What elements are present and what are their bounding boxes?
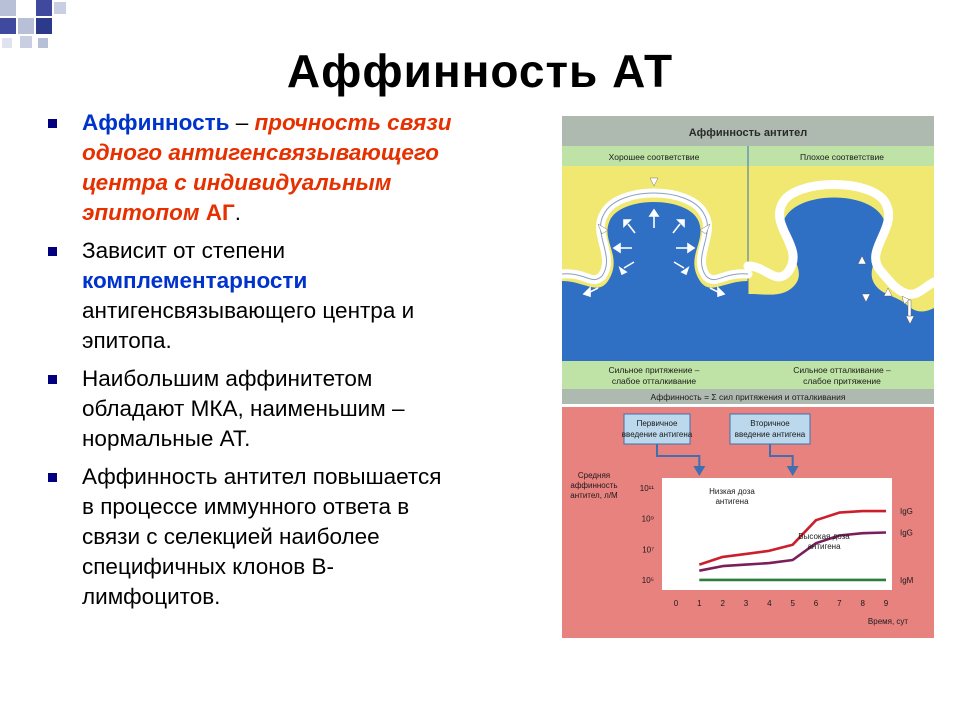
x-tick-label: 3 <box>744 599 749 608</box>
corner-decoration <box>0 0 80 70</box>
series-label: IgM <box>900 576 914 585</box>
series-labels: IgG IgG IgM <box>900 507 914 585</box>
good-fit-caption-1: Сильное притяжение – <box>608 365 699 375</box>
x-tick-label: 5 <box>790 599 795 608</box>
good-fit-caption-2: слабое отталкивание <box>612 376 697 386</box>
ylabel-line3: антител, л/М <box>570 491 618 500</box>
antibody-contour-poor <box>743 180 934 299</box>
y-tick-label: 10⁹ <box>642 515 654 524</box>
antigen-shape-good <box>562 202 748 361</box>
poor-fit-label: Плохое соответствие <box>800 152 884 162</box>
secondary-injection-box <box>729 413 811 445</box>
top-panel-title: Аффинность антител <box>689 127 808 139</box>
low-dose-line1: Низкая доза <box>709 487 755 496</box>
injection-arrow-stem <box>656 444 701 468</box>
high-dose-line1: Высокая доза <box>798 532 850 541</box>
bullet-item: Наибольшим аффинитетом обладают МКА, наи… <box>44 364 559 454</box>
primary-injection-box <box>623 413 691 445</box>
bullet-square-icon <box>48 119 57 128</box>
x-tick-label: 2 <box>720 599 725 608</box>
bullet-square-icon <box>48 247 57 256</box>
ylabel-line1: Средняя <box>578 471 610 480</box>
antigen-shape-poor <box>748 197 934 361</box>
x-tick-label: 4 <box>767 599 772 608</box>
series-line <box>699 531 887 572</box>
series-lines <box>698 509 887 582</box>
injection-arrow-stem <box>769 444 794 468</box>
fit-diagram: Аффинность антител Хорошее соответствие … <box>562 116 934 404</box>
x-tick-label: 0 <box>674 599 679 608</box>
affinity-figure: Аффинность антител Хорошее соответствие … <box>562 116 934 638</box>
low-dose-line2: антигена <box>715 497 749 506</box>
x-tick-label: 8 <box>860 599 865 608</box>
secondary-injection-line2: введение антигена <box>735 430 806 439</box>
ylabel-line2: аффинность <box>570 481 617 490</box>
bullet-list: Аффинность – прочность связи одного анти… <box>44 108 559 620</box>
xlabel: Время, сут <box>868 617 909 626</box>
y-tick-label: 10⁵ <box>642 576 654 585</box>
x-tick-label: 6 <box>814 599 819 608</box>
primary-injection-line2: введение антигена <box>622 430 693 439</box>
y-tick-label: 10⁷ <box>642 545 654 554</box>
formula-band <box>562 389 934 404</box>
primary-injection-line1: Первичное <box>637 419 678 428</box>
bullet-item: Аффинность антител повышается в процессе… <box>44 462 559 612</box>
bullet-square-icon <box>48 473 57 482</box>
attraction-arrows <box>582 208 726 298</box>
caption-band <box>562 361 934 389</box>
affinity-chart: Первичное введение антигена Вторичное вв… <box>562 407 934 638</box>
y-tick-label: 10¹¹ <box>640 484 655 493</box>
bullet-item: Аффинность – прочность связи одного анти… <box>44 108 559 228</box>
affinity-formula: Аффинность = Σ сил притяжения и отталкив… <box>651 392 846 402</box>
repulsion-arrows <box>857 255 915 325</box>
x-tick-label: 9 <box>884 599 889 608</box>
x-tick-label: 7 <box>837 599 842 608</box>
y-axis-ticks: 10⁵ 10⁷ 10⁹ 10¹¹ <box>640 484 655 585</box>
series-line <box>698 509 886 566</box>
slide-title: Аффинность АТ <box>286 45 674 97</box>
injection-arrows <box>656 444 799 476</box>
bullet-square-icon <box>48 375 57 384</box>
injection-arrow-head <box>786 466 799 476</box>
poor-fit-caption-2: слабое притяжение <box>803 376 881 386</box>
series-label: IgG <box>900 528 913 537</box>
injection-arrow-head <box>693 466 706 476</box>
good-fit-label: Хорошее соответствие <box>609 152 700 162</box>
x-tick-label: 1 <box>697 599 702 608</box>
secondary-injection-line1: Вторичное <box>750 419 790 428</box>
x-axis-ticks: 0 1 2 3 4 5 6 7 8 9 <box>674 599 889 608</box>
poor-fit-caption-1: Сильное отталкивание – <box>793 365 891 375</box>
high-dose-line2: антигена <box>807 542 841 551</box>
series-label: IgG <box>900 507 913 516</box>
bullet-item: Зависит от степени комплементарности ант… <box>44 236 559 356</box>
header-band <box>562 116 934 146</box>
